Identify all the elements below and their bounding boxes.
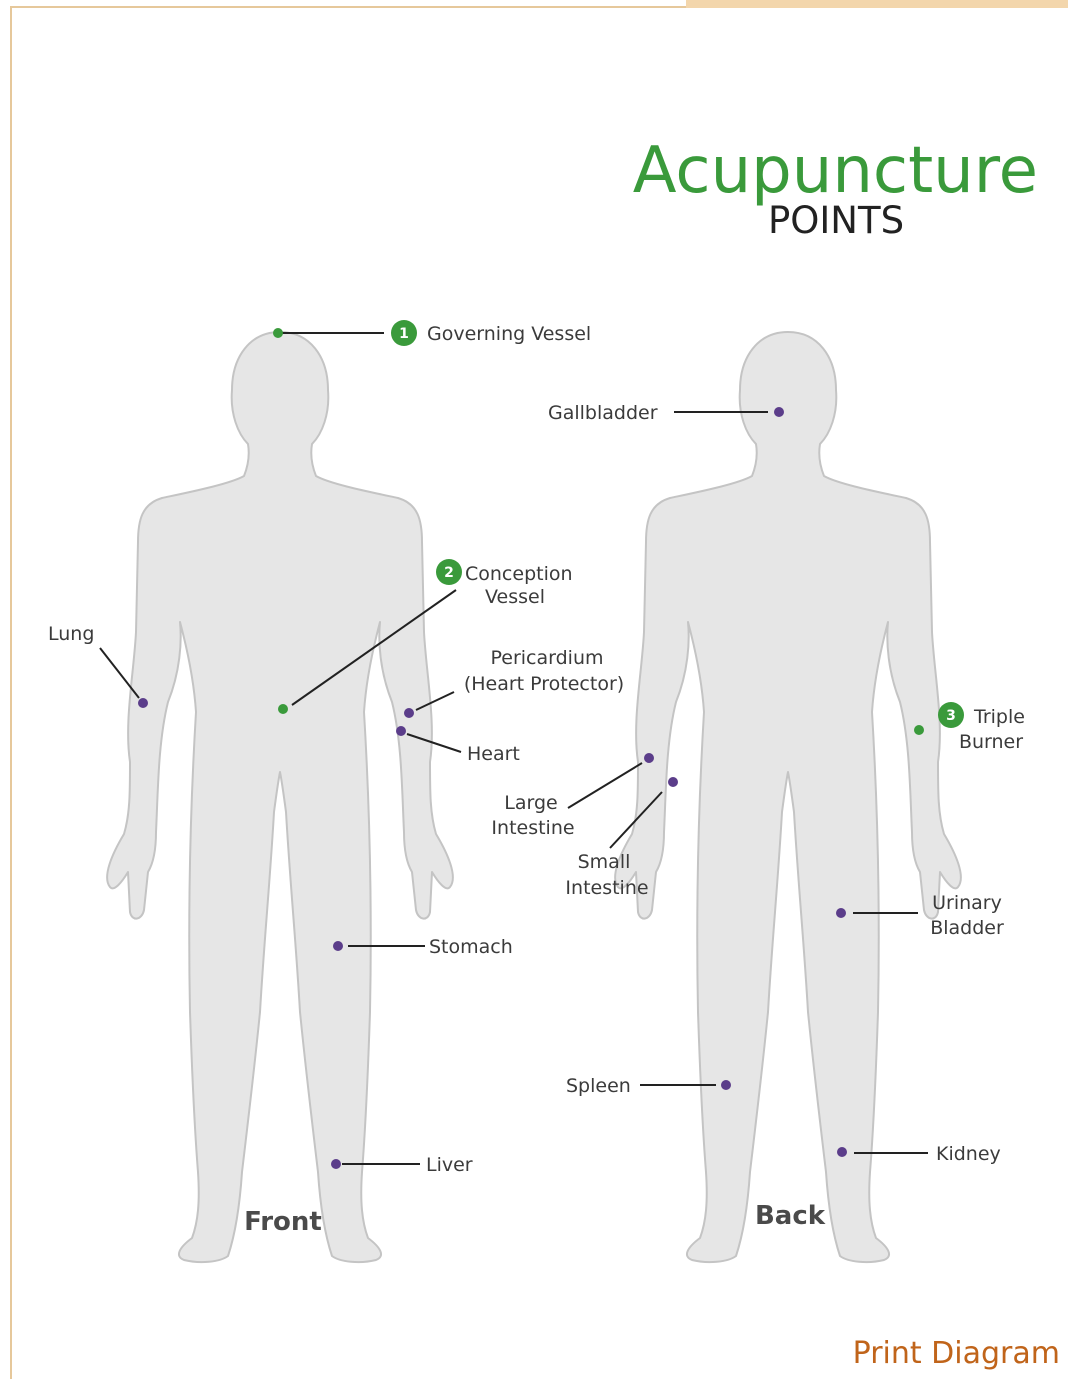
front-body-figure [107, 332, 453, 1262]
label-pericardium-line2: (Heart Protector) [464, 673, 624, 695]
point-small-intestine [668, 777, 678, 787]
label-conception-vessel-line2: Vessel [485, 586, 545, 608]
label-conception-vessel-line1: Conception [465, 563, 573, 585]
label-small-intestine-line1: Small [578, 851, 631, 873]
back-view-label: Back [755, 1201, 826, 1231]
label-triple-burner-line1: Triple [973, 706, 1025, 728]
badge-governing-vessel: 1 [391, 320, 417, 346]
label-heart: Heart [467, 743, 520, 765]
point-spleen [721, 1080, 731, 1090]
point-lung [138, 698, 148, 708]
label-kidney: Kidney [936, 1143, 1001, 1165]
point-conception-vessel [278, 704, 288, 714]
label-lung: Lung [48, 623, 94, 645]
badge-conception-vessel: 2 [436, 559, 462, 585]
point-kidney [837, 1147, 847, 1157]
label-small-intestine-line2: Intestine [565, 877, 648, 899]
point-pericardium [404, 708, 414, 718]
point-liver [331, 1159, 341, 1169]
label-gallbladder: Gallbladder [548, 402, 658, 424]
label-liver: Liver [426, 1154, 473, 1176]
badge-number-1: 1 [399, 326, 409, 342]
label-governing-vessel: Governing Vessel [427, 323, 591, 345]
label-urinary-bladder-line1: Urinary [932, 892, 1002, 914]
page-subtitle: POINTS [768, 199, 904, 242]
page-title: Acupuncture [633, 134, 1038, 208]
label-spleen: Spleen [566, 1075, 631, 1097]
label-large-intestine-line2: Intestine [491, 817, 574, 839]
badge-number-2: 2 [444, 565, 454, 581]
point-urinary-bladder [836, 908, 846, 918]
front-view-label: Front [244, 1207, 322, 1237]
badge-triple-burner: 3 [938, 702, 964, 728]
badge-number-3: 3 [946, 708, 956, 724]
point-gallbladder [774, 407, 784, 417]
point-large-intestine [644, 753, 654, 763]
label-pericardium-line1: Pericardium [490, 647, 603, 669]
point-heart [396, 726, 406, 736]
point-stomach [333, 941, 343, 951]
label-urinary-bladder-line2: Bladder [930, 917, 1004, 939]
label-triple-burner-line2: Burner [959, 731, 1023, 753]
print-diagram-link[interactable]: Print Diagram [853, 1336, 1060, 1371]
leader-large-intestine [568, 763, 642, 808]
point-governing-vessel [273, 328, 283, 338]
label-stomach: Stomach [429, 936, 513, 958]
label-large-intestine-line1: Large [504, 792, 557, 814]
point-triple-burner [914, 725, 924, 735]
back-body-figure [615, 332, 961, 1262]
